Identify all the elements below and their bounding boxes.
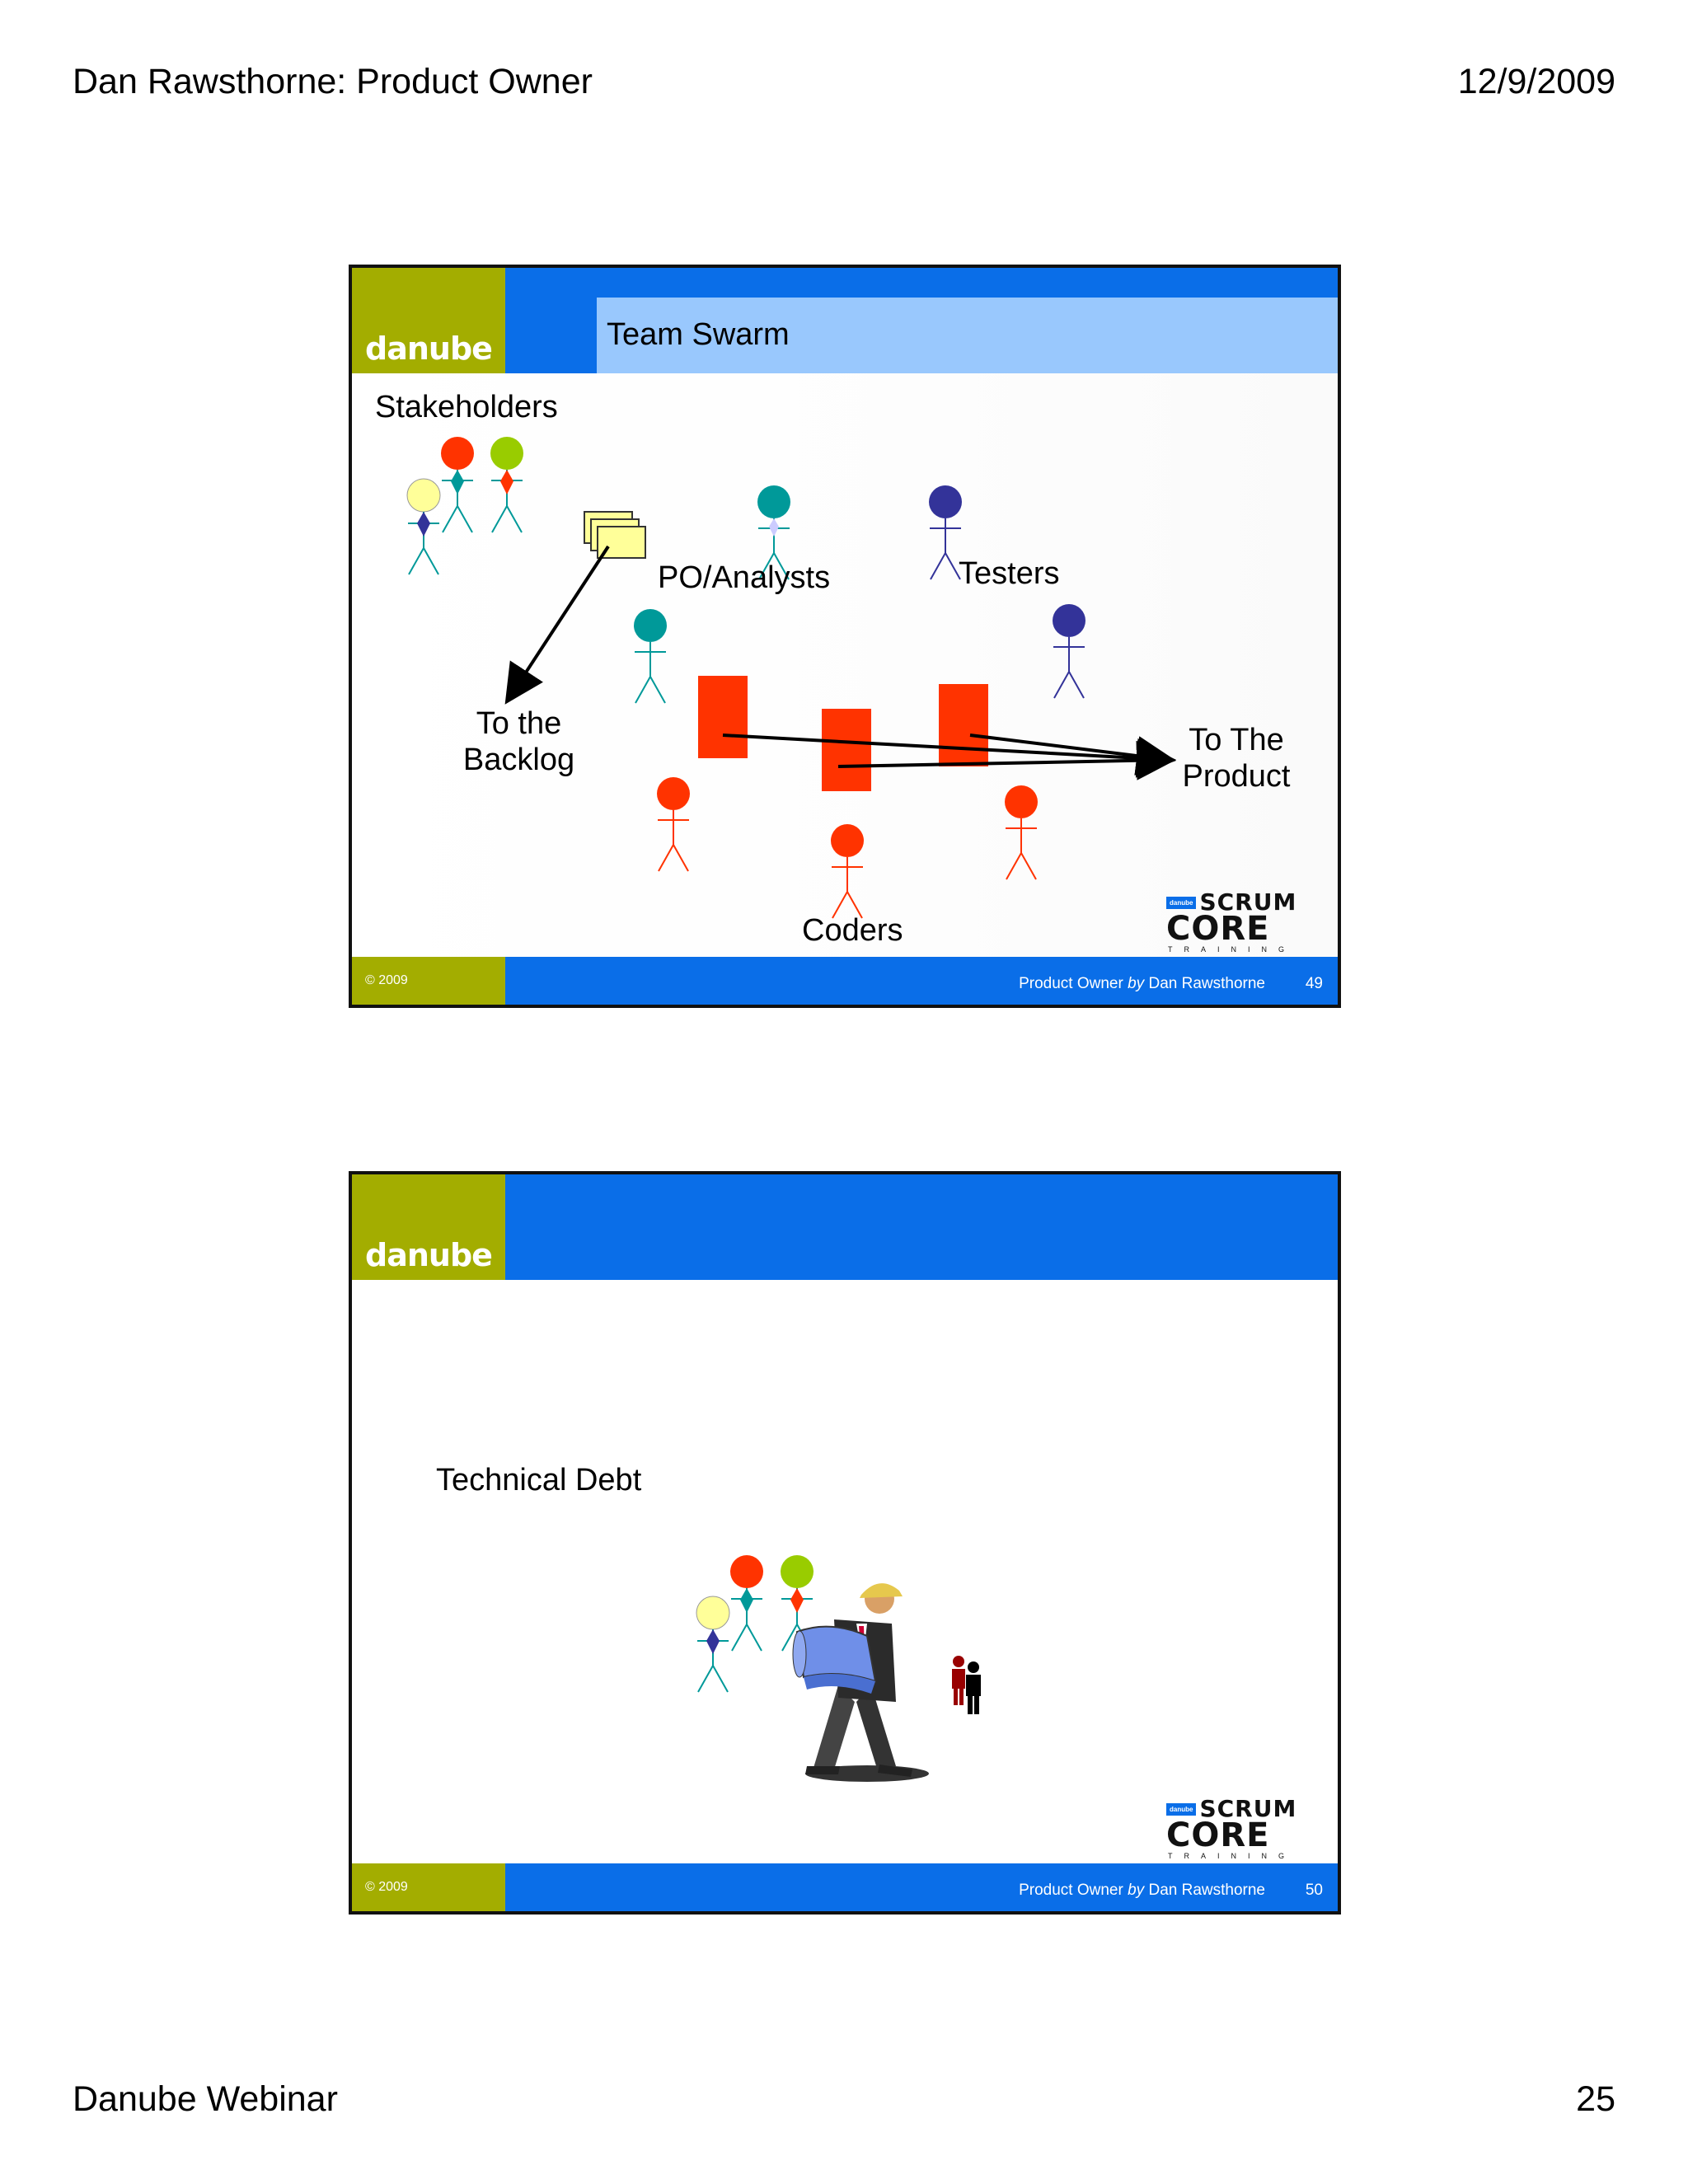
scrum-logo-badge: danube	[1166, 1802, 1197, 1816]
label-to-the-backlog: To the Backlog	[434, 706, 603, 778]
arrows-to-product	[722, 733, 1176, 780]
builder-with-blueprints-icon	[792, 1583, 929, 1782]
label-stakeholders: Stakeholders	[375, 390, 558, 424]
slide-header-brand-block: danube	[352, 1174, 505, 1280]
label-po-analysts: PO/Analysts	[658, 560, 831, 595]
stakeholder-figures	[406, 437, 523, 575]
arrow-to-backlog	[504, 545, 610, 705]
work-item-1	[698, 676, 748, 758]
coder-figure-left	[657, 777, 690, 872]
slide-credit: Product Owner by Dan Rawsthorne	[1019, 975, 1265, 992]
scrum-logo-training: TRAINING	[1168, 945, 1296, 954]
scrum-logo-training: TRAINING	[1168, 1852, 1296, 1860]
page-footer-title: Danube Webinar	[73, 2079, 338, 2119]
page-header-date: 12/9/2009	[1457, 62, 1615, 101]
scrum-core-training-logo: danube SCRUM CORE TRAINING	[1166, 1795, 1321, 1860]
scrum-logo-badge: danube	[1166, 896, 1197, 909]
team-swarm-diagram	[406, 437, 1176, 919]
work-item-2	[822, 709, 871, 791]
label-technical-debt: Technical Debt	[436, 1463, 642, 1497]
tester-figure-top	[929, 485, 962, 580]
backlog-cards-icon	[584, 511, 646, 559]
scrum-core-training-logo: danube SCRUM CORE TRAINING	[1166, 888, 1321, 954]
work-item-3	[939, 684, 988, 766]
slide-credit: Product Owner by Dan Rawsthorne	[1019, 1882, 1265, 1899]
slide-header-brand-block: danube	[352, 268, 505, 373]
label-to-the-product-line1: To The	[1189, 723, 1284, 757]
technical-debt-illustration	[696, 1555, 981, 1782]
danube-logo: danube	[365, 330, 493, 367]
scrum-logo-word: SCRUM	[1199, 888, 1297, 916]
coder-figure-middle	[831, 824, 864, 919]
slide-copyright: © 2009	[365, 973, 408, 987]
po-analyst-figure-top	[757, 485, 790, 580]
stakeholder-figure-red	[441, 437, 474, 533]
scrum-logo-core: CORE	[1166, 910, 1270, 948]
slide-number: 50	[1305, 1882, 1323, 1899]
slide-title-bar: Team Swarm	[597, 298, 1338, 373]
tester-figure-right	[1053, 604, 1085, 699]
people-icon	[952, 1656, 981, 1714]
po-analyst-figure-left	[634, 609, 667, 704]
label-backlog: Backlog	[462, 742, 575, 777]
stakeholder-figure-lime	[490, 437, 523, 533]
slide-team-swarm: danube Team Swarm	[349, 265, 1341, 1008]
slide-footer-bar: Product Owner by Dan Rawsthorne 50	[505, 1863, 1338, 1911]
slide-title: Team Swarm	[607, 317, 790, 352]
slide-copyright: © 2009	[365, 1880, 408, 1894]
scrum-logo-core: CORE	[1166, 1816, 1270, 1854]
slide-number: 49	[1305, 975, 1323, 992]
slide-header-bar	[505, 1174, 1338, 1280]
stakeholder-figure-yellow	[406, 478, 441, 575]
scrum-logo-word: SCRUM	[1199, 1795, 1297, 1822]
slide-footer-bar: Product Owner by Dan Rawsthorne 49	[505, 957, 1338, 1005]
label-to-the-product: To The Product	[1166, 723, 1306, 794]
label-to-the: To the	[476, 706, 562, 741]
page-header-title: Dan Rawsthorne: Product Owner	[73, 62, 593, 101]
slide-technical-debt: danube Technical Debt	[349, 1171, 1341, 1915]
slide-footer-brand-block: © 2009	[352, 1863, 505, 1911]
stakeholder-figures	[696, 1555, 814, 1693]
danube-logo: danube	[365, 1237, 493, 1273]
label-to-the-product-line2: Product	[1182, 758, 1291, 794]
slide-footer-brand-block: © 2009	[352, 957, 505, 1005]
label-coders: Coders	[802, 913, 903, 948]
coder-figure-right	[1005, 785, 1038, 880]
page-number: 25	[1576, 2079, 1615, 2119]
label-testers: Testers	[959, 556, 1060, 591]
